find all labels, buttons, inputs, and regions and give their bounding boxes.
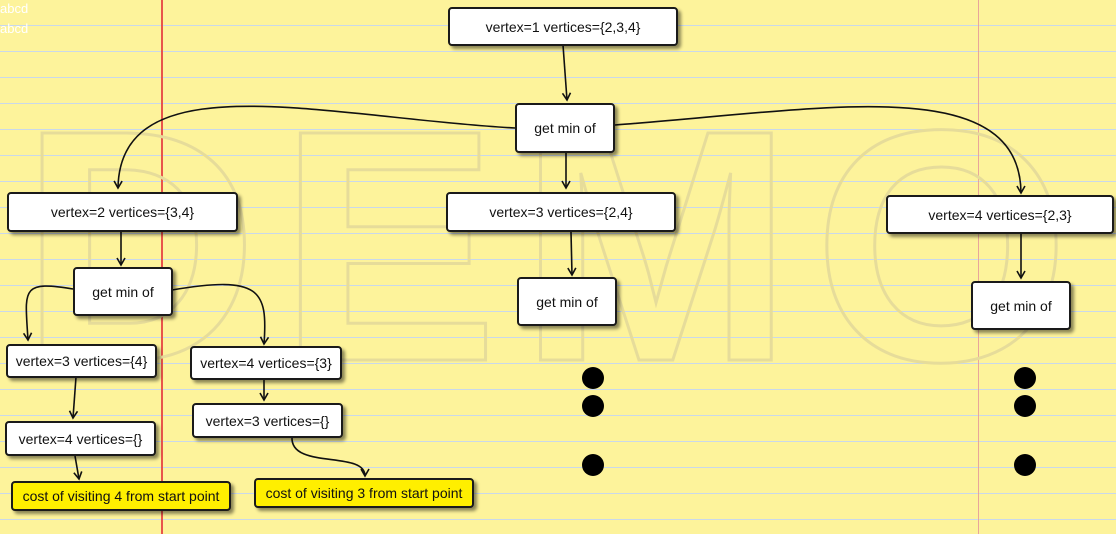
edge-v2v3v4-cost bbox=[73, 455, 83, 481]
ellipsis-dot bbox=[1014, 367, 1036, 389]
node-get-min-top: get min of bbox=[515, 103, 615, 153]
node-v2-v4-v3: vertex=3 vertices={} bbox=[192, 403, 343, 438]
node-root: vertex=1 vertices={2,3,4} bbox=[448, 7, 678, 46]
edge-getmin-v2v4 bbox=[171, 283, 270, 346]
node-v2-v4: vertex=4 vertices={3} bbox=[190, 346, 342, 380]
node-v2: vertex=2 vertices={3,4} bbox=[7, 192, 238, 232]
node-get-min-v3: get min of bbox=[517, 277, 617, 326]
edge-getmin-v2v3 bbox=[22, 285, 74, 342]
node-v4: vertex=4 vertices={2,3} bbox=[886, 195, 1114, 234]
node-get-min-v2: get min of bbox=[73, 267, 173, 316]
node-cost-4: cost of visiting 4 from start point bbox=[11, 481, 231, 511]
edge-getmin-v2 bbox=[113, 105, 516, 190]
margin-line-right bbox=[978, 0, 979, 534]
node-cost-3: cost of visiting 3 from start point bbox=[254, 478, 474, 508]
edge-getmin-v4 bbox=[614, 105, 1026, 195]
node-v2-v3-v4: vertex=4 vertices={} bbox=[5, 421, 156, 456]
node-v3: vertex=3 vertices={2,4} bbox=[446, 192, 676, 232]
node-get-min-v4: get min of bbox=[971, 281, 1071, 330]
edge-v3-getmin bbox=[567, 231, 577, 277]
corner-label-2: abcd bbox=[0, 21, 29, 36]
ellipsis-dot bbox=[1014, 454, 1036, 476]
ellipsis-dot bbox=[582, 454, 604, 476]
ellipsis-dot bbox=[582, 395, 604, 417]
ellipsis-dot bbox=[582, 367, 604, 389]
corner-label-1: abcd bbox=[0, 1, 29, 16]
ellipsis-dot bbox=[1014, 395, 1036, 417]
edge-v2v4v3-cost bbox=[291, 436, 370, 478]
node-v2-v3: vertex=3 vertices={4} bbox=[6, 344, 157, 378]
edge-root-getmin bbox=[561, 44, 572, 102]
edge-v2v3-v4 bbox=[68, 376, 79, 420]
